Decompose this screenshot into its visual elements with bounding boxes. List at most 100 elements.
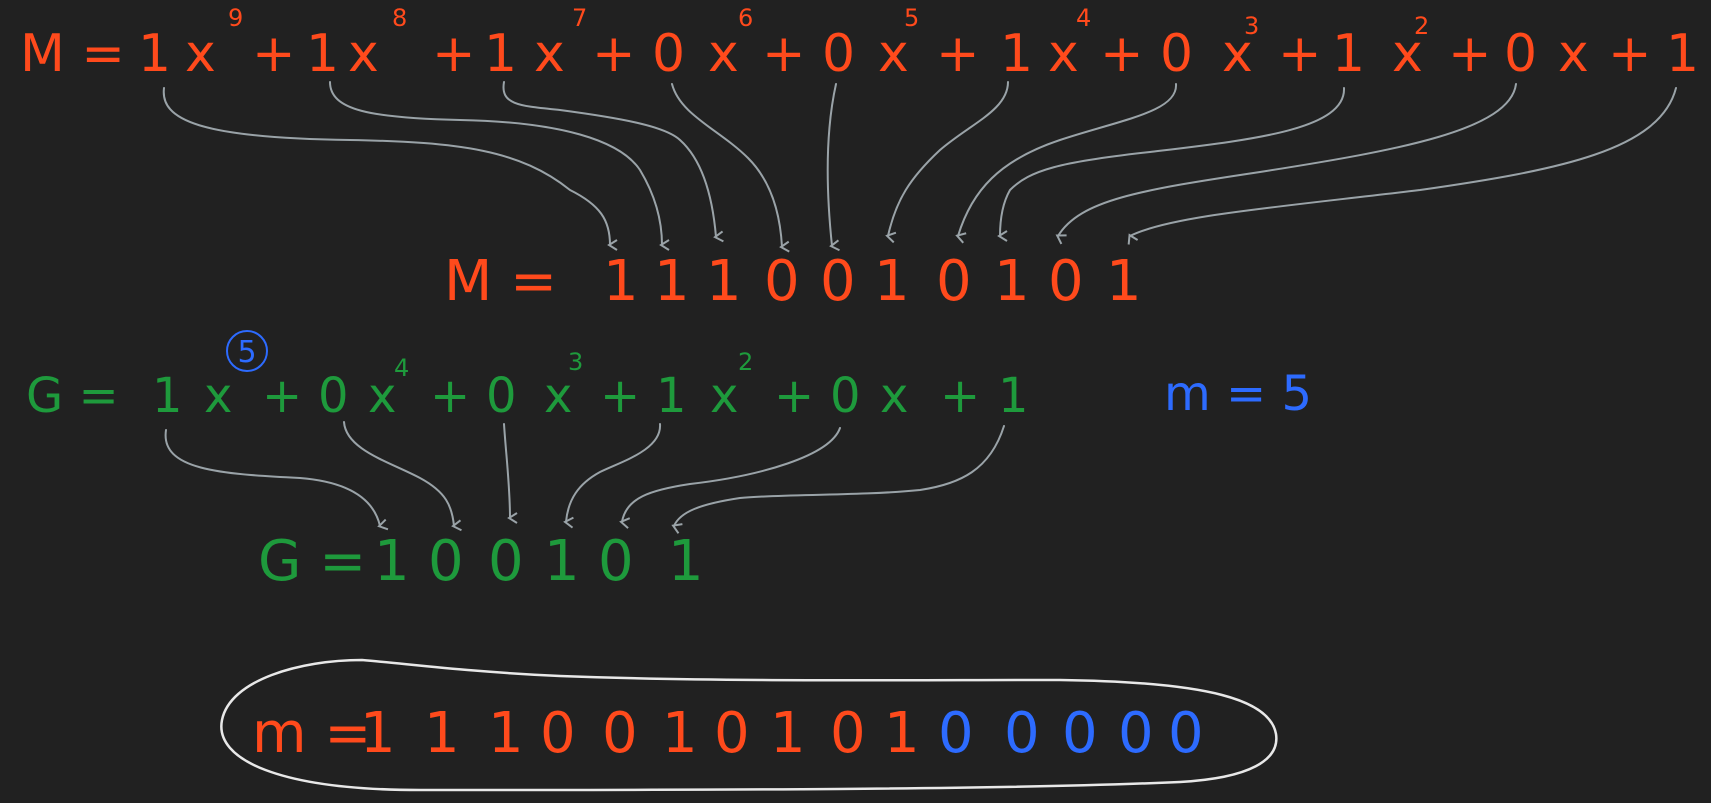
plus-sign: + (1608, 24, 1652, 84)
message-term-var: x (878, 24, 909, 84)
plus-sign: + (252, 24, 296, 84)
padding-zero: 0 (1118, 701, 1154, 766)
message-term-var: x (708, 24, 739, 84)
padded-bit: 0 (602, 701, 638, 766)
generator-bit: 0 (428, 529, 464, 594)
padding-zero: 0 (1004, 701, 1040, 766)
enclosing-ellipse (220, 658, 1278, 792)
padding-zero: 0 (1062, 701, 1098, 766)
message-term-exp: 2 (1414, 12, 1430, 40)
padded-bit: 1 (884, 701, 920, 766)
padded-bit: 1 (424, 701, 460, 766)
message-term-coef: 1 (1666, 24, 1700, 84)
generator-bit: 0 (488, 529, 524, 594)
circled-degree: 5 (226, 330, 268, 372)
message-term-coef: 0 (1160, 24, 1194, 84)
message-term-var: x (1558, 24, 1589, 84)
message-poly-label: M = (20, 24, 125, 84)
message-term-coef: 1 (1000, 24, 1034, 84)
arrow-connector (503, 423, 518, 524)
padded-bit: 0 (540, 701, 576, 766)
message-term-coef: 0 (822, 24, 856, 84)
generator-term-coef: 1 (998, 368, 1029, 424)
plus-sign: + (1448, 24, 1492, 84)
generator-bit: 1 (668, 529, 704, 594)
generator-term-coef: 0 (318, 368, 349, 424)
padded-bit: 1 (770, 701, 806, 766)
message-bit: 0 (936, 249, 972, 314)
message-term-coef: 0 (652, 24, 686, 84)
plus-sign: + (936, 24, 980, 84)
padded-label: m = (252, 701, 372, 766)
message-bit: 1 (603, 249, 639, 314)
message-term-exp: 9 (228, 4, 244, 32)
padded-bit: 0 (830, 701, 866, 766)
padding-zero: 0 (1168, 701, 1204, 766)
arrow-connector (164, 429, 389, 531)
arrow-connector (1055, 83, 1517, 245)
arrow-connector (329, 81, 670, 251)
message-term-coef: 1 (138, 24, 172, 84)
message-bits-label: M = (444, 249, 558, 314)
message-term-exp: 8 (392, 4, 408, 32)
padded-bit: 0 (714, 701, 750, 766)
arrow-connector (619, 427, 841, 529)
padded-bit: 1 (662, 701, 698, 766)
arrow-connector (997, 87, 1346, 242)
message-term-var: x (348, 24, 379, 84)
plus-sign: + (940, 368, 981, 424)
message-term-coef: 0 (1504, 24, 1538, 84)
arrow-connector (162, 87, 618, 251)
message-term-var: x (1222, 24, 1253, 84)
message-term-exp: 3 (1244, 12, 1260, 40)
message-term-exp: 5 (904, 4, 920, 32)
degree-note: m = 5 (1164, 366, 1313, 422)
message-term-coef: 1 (306, 24, 340, 84)
arrow-connector (502, 81, 724, 243)
message-bit: 1 (706, 249, 742, 314)
message-term-exp: 7 (572, 4, 588, 32)
arrow-connector (826, 83, 840, 252)
message-bit: 0 (820, 249, 856, 314)
message-term-coef: 1 (1332, 24, 1366, 84)
arrow-connector (563, 423, 662, 529)
message-bit: 0 (764, 249, 800, 314)
padding-zero: 0 (938, 701, 974, 766)
generator-term-var: x (368, 368, 397, 424)
plus-sign: + (262, 368, 303, 424)
plus-sign: + (762, 24, 806, 84)
plus-sign: + (600, 368, 641, 424)
arrow-connector (671, 425, 1005, 534)
generator-bit: 1 (374, 529, 410, 594)
arrow-connector (885, 81, 1009, 244)
message-bit: 1 (1106, 249, 1142, 314)
arrow-connector (671, 83, 790, 253)
message-term-exp: 6 (738, 4, 754, 32)
generator-term-coef: 0 (486, 368, 517, 424)
generator-bit: 0 (598, 529, 634, 594)
generator-term-exp: 2 (738, 348, 754, 376)
message-term-var: x (1392, 24, 1423, 84)
message-term-var: x (534, 24, 565, 84)
generator-term-coef: 1 (152, 368, 183, 424)
message-term-var: x (185, 24, 216, 84)
message-bit: 1 (874, 249, 910, 314)
generator-term-coef: 1 (656, 368, 687, 424)
message-term-var: x (1048, 24, 1079, 84)
generator-bits-label: G = (258, 529, 367, 594)
arrow-connector (955, 83, 1178, 244)
generator-poly-label: G = (26, 368, 119, 424)
message-term-exp: 4 (1076, 4, 1092, 32)
plus-sign: + (1278, 24, 1322, 84)
message-term-coef: 1 (484, 24, 518, 84)
plus-sign: + (432, 24, 476, 84)
generator-term-var: x (544, 368, 573, 424)
arrow-connector (343, 421, 462, 532)
plus-sign: + (774, 368, 815, 424)
plus-sign: + (1100, 24, 1144, 84)
arrow-connector (1127, 87, 1677, 245)
generator-term-coef: 0 (830, 368, 861, 424)
message-bit: 1 (654, 249, 690, 314)
